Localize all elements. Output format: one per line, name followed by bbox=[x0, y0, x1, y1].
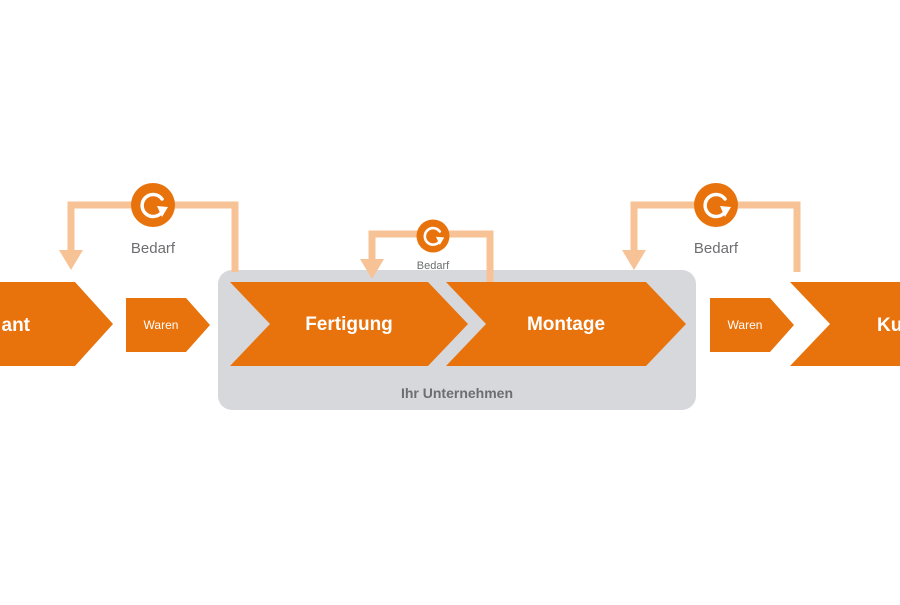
customer-chevron bbox=[790, 282, 900, 366]
cycle-icon bbox=[415, 218, 451, 254]
production-chevron bbox=[230, 282, 468, 366]
supplier-chevron bbox=[0, 282, 113, 366]
assembly-chevron bbox=[446, 282, 686, 366]
assembly-label: Montage bbox=[527, 314, 605, 335]
demand-label-center: Bedarf bbox=[417, 260, 450, 272]
goods-label-right: Waren bbox=[728, 318, 763, 332]
cycle-icon bbox=[129, 181, 177, 229]
cycle-icon bbox=[692, 181, 740, 229]
demand-label-left: Bedarf bbox=[131, 240, 176, 257]
feedback-loop-left-arrowhead bbox=[59, 250, 83, 270]
feedback-loop-right-arrowhead bbox=[622, 250, 646, 270]
goods-arrow-right bbox=[710, 298, 794, 352]
production-label: Fertigung bbox=[305, 314, 393, 335]
customer-label: Ku bbox=[877, 315, 900, 336]
demand-label-right: Bedarf bbox=[694, 240, 739, 257]
company-panel-label: Ihr Unternehmen bbox=[401, 385, 513, 401]
goods-label-left: Waren bbox=[144, 318, 179, 332]
feedback-loop-center-arrowhead bbox=[360, 259, 384, 279]
supplier-label: ant bbox=[2, 315, 31, 336]
goods-arrow-left bbox=[126, 298, 210, 352]
